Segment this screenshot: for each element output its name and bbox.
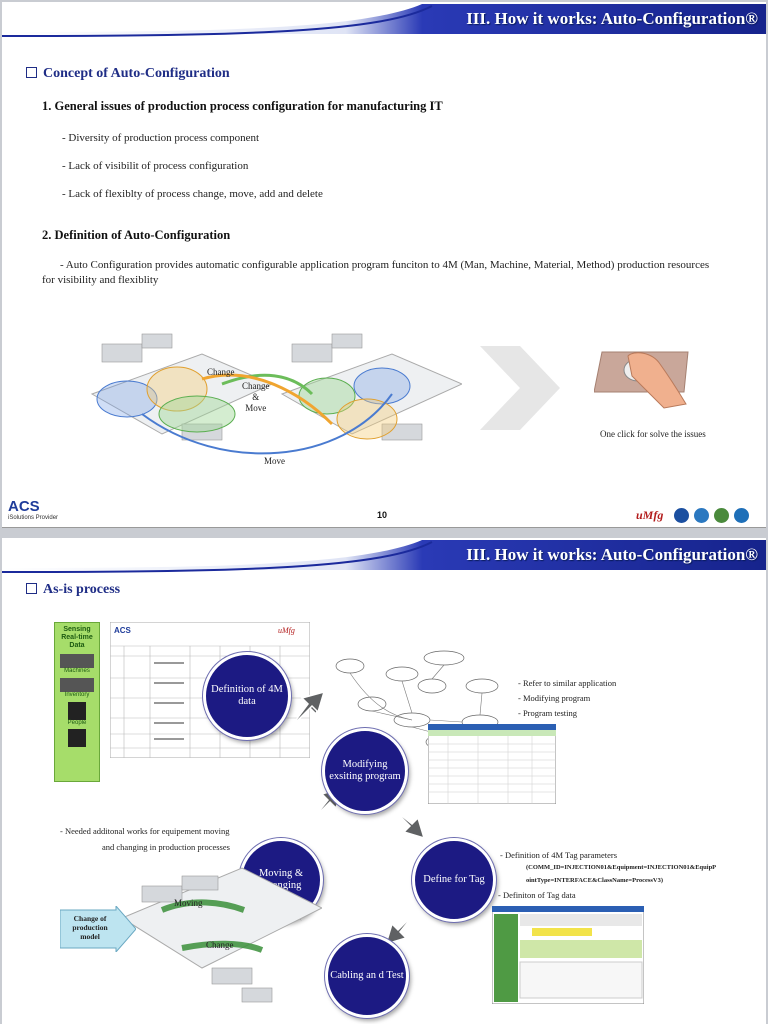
acs-logo-text: ACS [8,498,40,515]
label-change: Change [207,367,235,377]
tag-definition-screenshot [492,906,644,1004]
sensing-panel: Sensing Real-time Data Machines Inventor… [54,622,100,782]
note-tag-params: - Definition of 4M Tag parameters [500,850,618,860]
spreadsheet-screenshot [428,724,556,804]
people-label: People [67,720,87,726]
banner-swoosh [2,540,766,573]
partner-icon [674,508,689,523]
section-title: As-is process [26,582,120,598]
machine-icon [60,654,94,668]
map-label-moving: Moving [174,898,203,908]
note-changing-processes: and changing in production processes [102,842,230,852]
bullet-item: - Lack of flexiblty of process change, m… [62,188,323,200]
banner-title: III. How it works: Auto-Configuration® [466,545,758,564]
mouse-click-icon [594,351,689,409]
table-acs-logo: ACS [114,626,131,635]
section-title-text: As-is process [43,582,121,597]
inventory-icon [60,678,94,692]
partner-icons [674,508,749,523]
banner-title: III. How it works: Auto-Configuration® [466,9,758,28]
label-change-move: Change & Move [242,381,270,413]
slide-1: III. How it works: Auto-Configuration® C… [2,2,766,528]
machines-label: Machines [64,668,90,674]
inventory-label: Inventory [64,692,90,698]
person-icon [68,729,86,747]
note-param-line2: ointType=INTERFACE&ClassName=ProcessV3) [526,877,664,884]
change-model-arrow [60,906,136,952]
bullet-item: - Diversity of production process compon… [62,132,260,144]
step-define-tag: Define for Tag [412,838,496,922]
note-param-line1: (COMM_ID=INJECTION01&Equipment=INJECTION… [526,864,717,871]
acs-logo: ACS iSolutions Provider [8,498,58,521]
slide-2: III. How it works: Auto-Configuration® A… [2,538,766,1024]
step-definition-4m: Definition of 4M data [203,652,291,740]
factory-diagram [90,333,462,455]
person-icon [68,702,86,720]
one-click-caption: One click for solve the issues [600,429,706,439]
table-umfg-logo: uMfg [278,626,295,635]
page-number: 10 [377,510,388,520]
slide-banner: III. How it works: Auto-Configuration® [2,2,766,38]
factory-map [122,867,322,1003]
step-cabling-test: Cabling an d Test [325,934,409,1018]
slide-banner: III. How it works: Auto-Configuration® [2,538,766,574]
heading-general-issues: 1. General issues of production process … [42,99,443,113]
umfg-logo: uMfg [636,508,664,522]
section-title: Concept of Auto-Configuration [26,66,230,82]
note-tag-data: - Definiton of Tag data [498,890,576,900]
sensing-title: Sensing Real-time Data [61,626,93,649]
note-testing: - Program testing [518,708,578,718]
heading-definition: 2. Definition of Auto-Configuration [42,228,231,242]
checkbox-icon [26,583,37,594]
label-move: Move [264,456,285,466]
partner-icon [734,508,749,523]
step-modifying-program: Modifying exsiting program [322,728,408,814]
partner-icon [714,508,729,523]
chevron-right-icon [480,346,560,430]
change-model-label: Change of production model [72,914,108,941]
note-additional-works: - Needed additonal works for equipement … [60,826,230,836]
definition-text: - Auto Configuration provides automatic … [42,259,710,286]
section-title-text: Concept of Auto-Configuration [43,66,230,81]
partner-icon [694,508,709,523]
checkbox-icon [26,67,37,78]
acs-logo-sub: iSolutions Provider [8,515,59,521]
map-label-change: Change [206,940,234,950]
banner-swoosh [2,4,766,37]
bullet-item: - Lack of visibilit of process configura… [62,160,249,172]
note-modifying: - Modifying program [518,693,591,703]
note-refer: - Refer to similar application [518,678,617,688]
footer-divider [2,527,766,528]
